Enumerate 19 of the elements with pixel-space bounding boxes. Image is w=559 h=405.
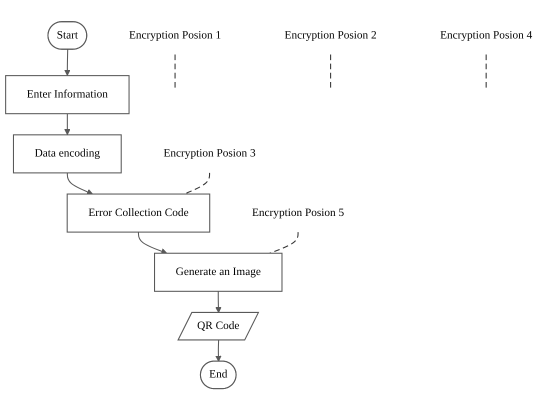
arrow xyxy=(64,114,70,136)
node-box: Enter Information xyxy=(5,75,130,114)
connector xyxy=(184,172,210,195)
arrow xyxy=(64,50,70,76)
node-text: Encryption Posion 2 xyxy=(284,29,377,42)
node-box: Generate an Image xyxy=(154,252,283,292)
arrow xyxy=(66,172,94,195)
node-text: Encryption Posion 3 xyxy=(164,148,256,160)
node-box: Error Collection Code xyxy=(66,194,210,233)
arrow xyxy=(215,340,222,362)
connector xyxy=(330,54,332,90)
connector xyxy=(174,54,176,90)
node-box: Data encoding xyxy=(12,134,122,174)
node-text: Encryption Posion 5 xyxy=(252,206,344,219)
arrow xyxy=(138,232,168,254)
connector xyxy=(486,54,487,90)
arrow xyxy=(215,291,222,314)
node-text: Encryption Posion 1 xyxy=(129,29,222,42)
node-text: Encryption Posion 4 xyxy=(440,29,532,42)
